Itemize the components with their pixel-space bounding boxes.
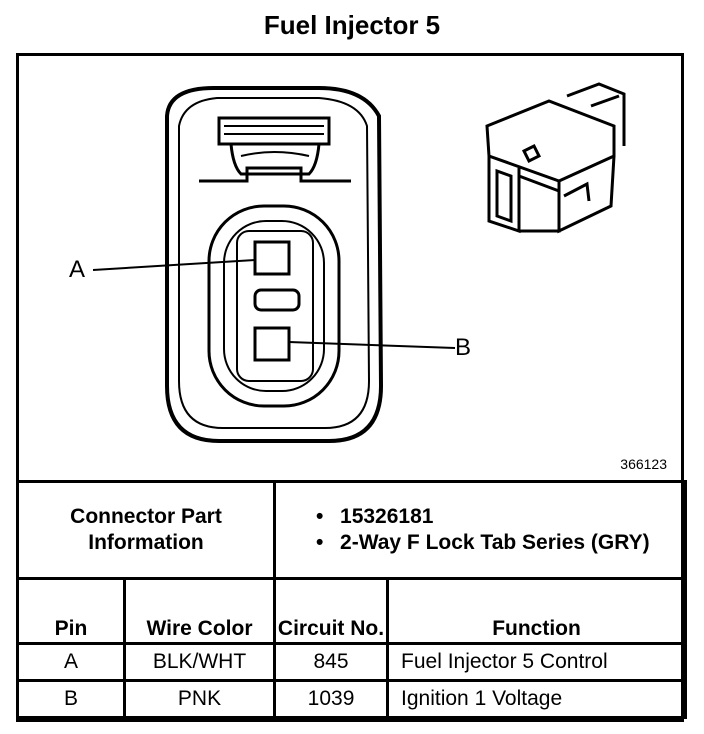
connector-isometric-view [485, 82, 626, 234]
seal-outer [207, 204, 341, 408]
pin-a-leader [92, 259, 256, 271]
table-row: A BLK/WHT 845 Fuel Injector 5 Control [16, 642, 688, 682]
connector-part-info-label: Connector Part Information [15, 480, 277, 580]
key-slot [253, 288, 301, 312]
cell-pin: A [16, 642, 126, 682]
connector-table: Connector Part Information 15326181 2-Wa… [15, 480, 688, 719]
latch-top [217, 116, 331, 146]
connector-series: 2-Way F Lock Tab Series (GRY) [316, 530, 684, 556]
cell-wire-color: PNK [122, 679, 277, 719]
seal-inner [236, 230, 314, 382]
header-pin: Pin [16, 577, 126, 645]
diagram-title: Fuel Injector 5 [263, 10, 441, 40]
cell-function: Fuel Injector 5 Control [386, 642, 688, 682]
header-circuit-no: Circuit No. [273, 577, 390, 645]
cell-function: Ignition 1 Voltage [386, 679, 688, 719]
cell-wire-color: BLK/WHT [122, 642, 277, 682]
connector-outer-housing [165, 86, 384, 443]
connector-inner-housing [178, 97, 371, 429]
header-wire-color: Wire Color [122, 577, 277, 645]
cell-pin: B [16, 679, 126, 719]
pin-b-cavity [253, 326, 291, 362]
part-number: 15326181 [316, 504, 684, 530]
header-function: Function [386, 577, 688, 645]
table-header-row: Pin Wire Color Circuit No. Function [16, 577, 688, 645]
connector-frame: A B 366123 Connector Part Information 15… [15, 53, 688, 722]
figure-number: 366123 [620, 456, 667, 472]
cell-circuit: 845 [273, 642, 390, 682]
latch-body [229, 143, 321, 176]
table-row: B PNK 1039 Ignition 1 Voltage [16, 679, 688, 719]
seal-middle [223, 220, 325, 392]
connector-part-info-values: 15326181 2-Way F Lock Tab Series (GRY) [273, 480, 688, 580]
latch-rail [199, 166, 351, 183]
pin-b-leader [288, 341, 456, 349]
connector-face-drawing [92, 82, 626, 443]
pin-a-label: A [69, 256, 86, 283]
connector-diagram: A B 366123 [19, 56, 681, 480]
pin-a-cavity [253, 240, 291, 276]
pin-b-label: B [455, 334, 472, 361]
cell-circuit: 1039 [273, 679, 390, 719]
